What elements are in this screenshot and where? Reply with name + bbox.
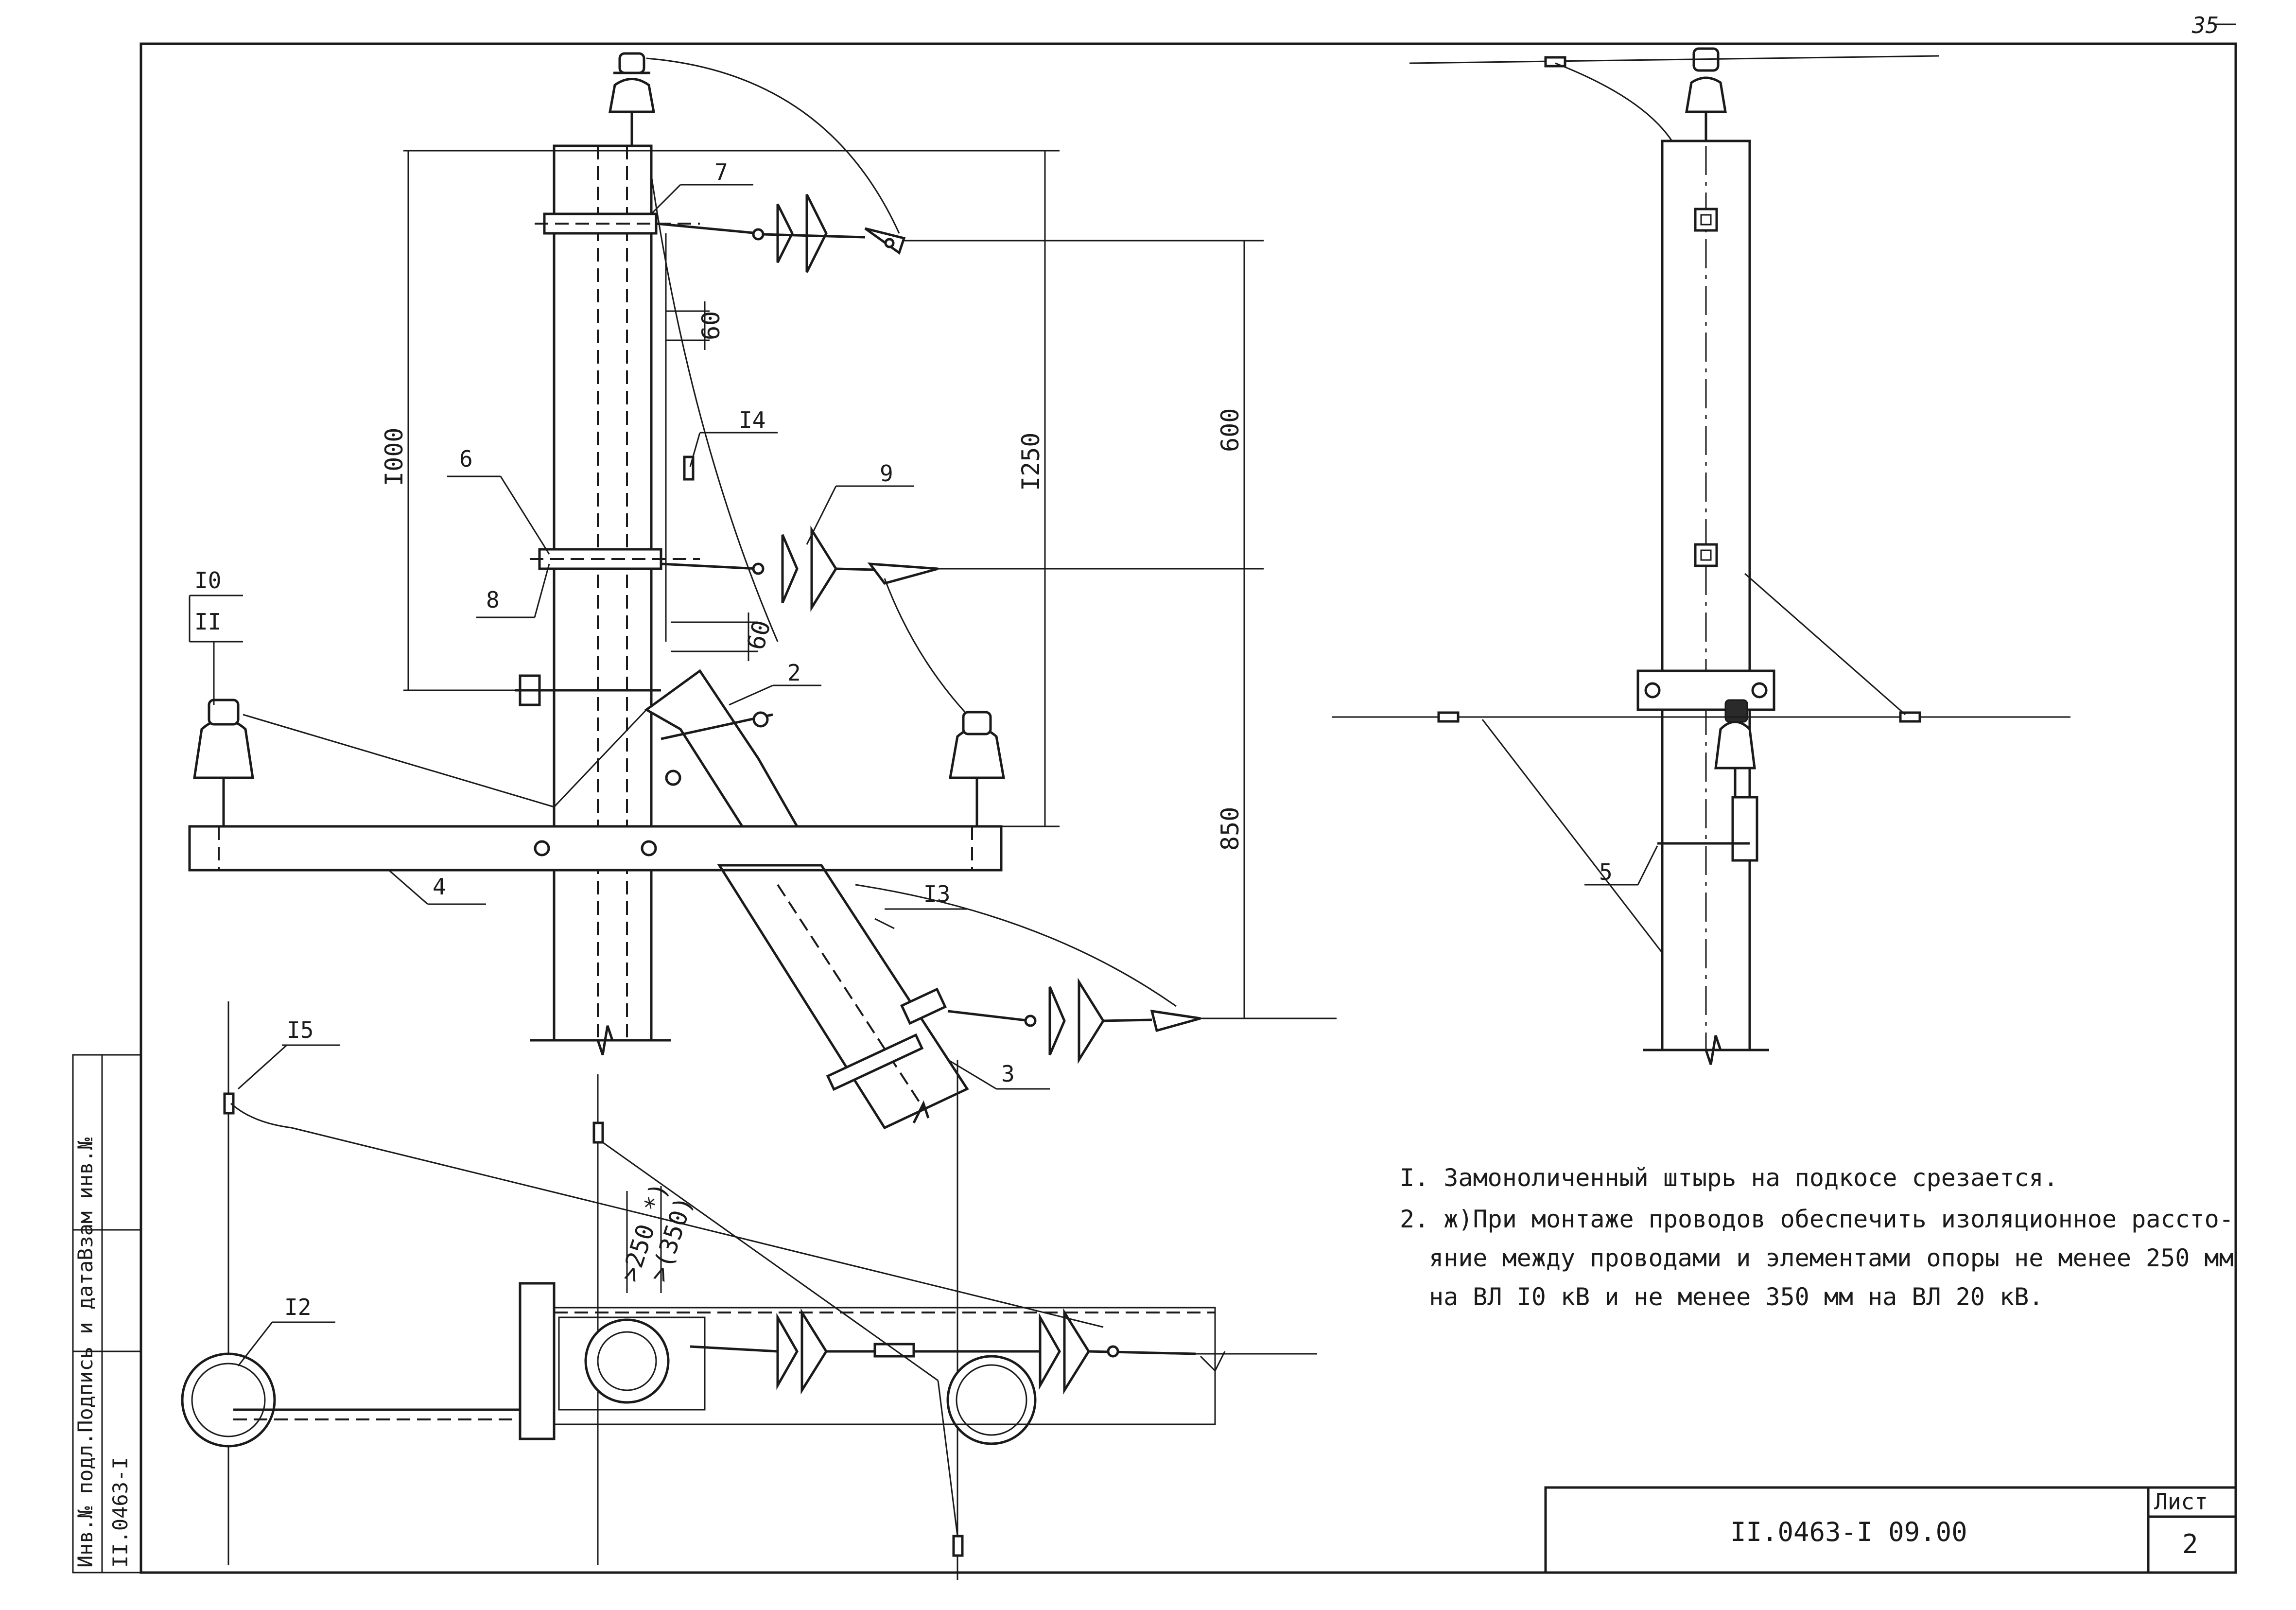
pole-body: [553, 144, 653, 1042]
label-12: I2: [284, 1294, 311, 1320]
drawing-cipher: II.0463-I 09.00: [1730, 1517, 1967, 1547]
bracket: [644, 669, 799, 838]
note-1: I. Замоноличенный штырь на подкосе среза…: [1400, 1164, 2058, 1192]
right-pin-insulator: [949, 711, 1005, 826]
label-10: I0: [194, 567, 221, 594]
plan-view: >250 *) >(350) I5 I2: [181, 1001, 1317, 1580]
label-3: 3: [1001, 1061, 1015, 1087]
label-13: I3: [923, 881, 950, 907]
label-8: 8: [486, 587, 500, 613]
dim-1250: I250: [1017, 433, 1045, 491]
side-stamp-label: Инв.№ подл.Подпись и датаВзам инв.№: [73, 1137, 97, 1568]
label-2: 2: [787, 660, 801, 686]
label-11: II: [194, 609, 221, 635]
side-view: 5: [1332, 47, 2070, 1065]
dim-60-upper: 60: [697, 311, 725, 340]
dim-600: 600: [1216, 408, 1244, 452]
title-block: II.0463-I 09.00 Лист 2: [1544, 1486, 2237, 1574]
label-15: I5: [287, 1017, 313, 1043]
left-pin-insulator: [193, 699, 254, 826]
sheet-number: 2: [2182, 1529, 2198, 1559]
label-6: 6: [459, 446, 473, 472]
dim-1000: I000: [380, 428, 408, 486]
note-2-line-3: на ВЛ I0 кВ и не менее 350 мм на ВЛ 20 к…: [1429, 1283, 2043, 1311]
upper-strain-insulator: [656, 193, 906, 273]
strut: [717, 864, 969, 1130]
label-5: 5: [1599, 859, 1613, 885]
notes: I. Замоноличенный штырь на подкосе среза…: [1400, 1164, 2234, 1311]
side-stamp-doc-code: II.0463-I: [108, 1457, 132, 1568]
page-number: 35: [2192, 12, 2219, 38]
label-14: I4: [739, 407, 765, 433]
label-4: 4: [433, 874, 446, 900]
side-stamp: Инв.№ подл.Подпись и датаВзам инв.№ II.0…: [72, 1054, 142, 1574]
crossarm: [188, 825, 1003, 872]
lower-strain-insulator: [947, 978, 1201, 1064]
note-2-line-1: 2. ж)При монтаже проводов обеспечить изо…: [1400, 1205, 2234, 1233]
label-9: 9: [880, 460, 893, 487]
sheet-frame: [139, 23, 2237, 1574]
middle-strain-insulator: [661, 525, 939, 612]
front-view: 60 60: [188, 52, 1337, 1130]
sheet-label: Лист: [2154, 1488, 2208, 1515]
dim-850: 850: [1216, 807, 1244, 851]
label-7: 7: [714, 159, 728, 185]
top-pin-insulator: [609, 52, 655, 146]
note-2-line-2: яние между проводами и элементами опоры …: [1429, 1244, 2234, 1272]
